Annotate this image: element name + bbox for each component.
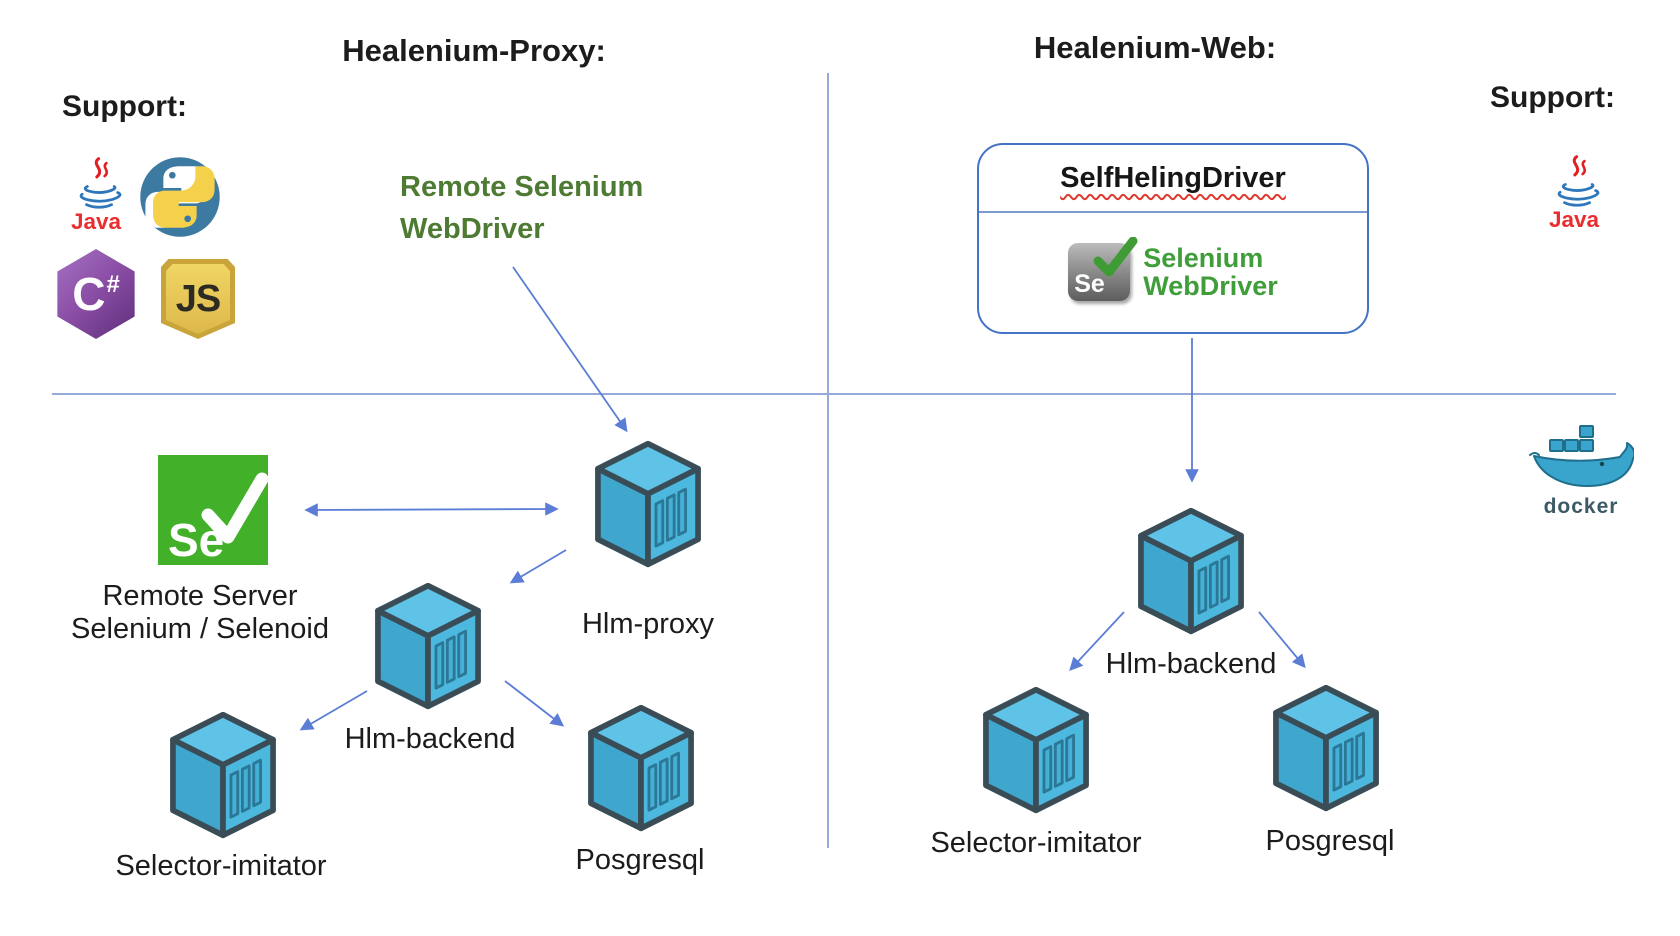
right-section-title: Healenium-Web:: [1033, 30, 1277, 65]
hlm-backend-label-right: Hlm-backend: [1105, 648, 1277, 680]
selenium-webdriver-line-2: WebDriver: [1143, 270, 1278, 301]
csharp-letter: C: [72, 268, 106, 320]
arrow-hlm-proxy-to-hlm-backend: [509, 549, 567, 584]
note-line-2: WebDriver: [400, 213, 545, 245]
posgresql-label-left: Posgresql: [575, 844, 705, 876]
posgresql-label-right: Posgresql: [1265, 825, 1395, 857]
selenium-webdriver-caption: Selenium WebDriver: [1143, 244, 1278, 300]
docker-logo-block: docker: [1516, 420, 1646, 519]
note-line-1: Remote Selenium: [400, 171, 644, 203]
selector-imitator-label-right: Selector-imitator: [930, 827, 1142, 859]
selenium-webdriver-icon-text: Se: [1074, 269, 1105, 298]
javascript-icon-inner: JS: [166, 264, 230, 334]
hlm-backend-cube-icon-right: [1134, 505, 1248, 637]
driver-box-divider: [979, 211, 1367, 213]
selenium-webdriver-icon: Se: [1068, 236, 1138, 301]
java-icon-right: [1548, 155, 1600, 234]
driver-box-titlebar: SelfHelingDriver: [979, 145, 1367, 211]
remote-server-line-2: Selenium / Selenoid: [71, 613, 329, 645]
hlm-backend-label-left: Hlm-backend: [344, 723, 516, 755]
docker-icon: [1529, 425, 1636, 487]
driver-box-title: SelfHelingDriver: [1060, 161, 1286, 194]
right-support-label: Support:: [1490, 81, 1615, 114]
self-healing-driver-box: SelfHelingDriver Se Selenium WebDriver: [977, 143, 1369, 334]
left-section-title: Healenium-Proxy:: [342, 33, 606, 68]
selenium-logo: Se: [158, 455, 268, 565]
left-support-label: Support:: [62, 90, 187, 123]
python-icon: [140, 157, 220, 237]
hlm-proxy-label: Hlm-proxy: [581, 608, 715, 640]
remote-selenium-webdriver-note: Remote Selenium WebDriver: [400, 166, 643, 250]
arrow-remote-server-hlm-proxy-bidirectional: [304, 502, 559, 517]
selector-imitator-cube-icon-right: [979, 684, 1093, 816]
selector-imitator-label-left: Selector-imitator: [115, 850, 327, 882]
docker-label: docker: [1543, 495, 1619, 518]
posgresql-cube-icon-left: [584, 702, 698, 834]
javascript-icon: JS: [161, 259, 235, 339]
remote-server-caption: Remote Server Selenium / Selenoid: [71, 580, 329, 646]
selenium-check-icon: [201, 472, 268, 544]
selenium-webdriver-line-1: Selenium: [1143, 242, 1264, 273]
driver-box-content: Se Selenium WebDriver: [979, 213, 1367, 330]
javascript-letters: JS: [175, 277, 221, 320]
arrow-hlm-backend-to-posgresql-left: [504, 680, 565, 727]
csharp-hash: #: [106, 271, 120, 298]
csharp-icon: C #: [57, 249, 135, 339]
hlm-proxy-cube-icon: [591, 438, 705, 570]
selenium-webdriver-check-icon: [1093, 236, 1138, 276]
arrow-webdriver-to-hlm-proxy: [512, 266, 628, 433]
hlm-backend-cube-icon-left: [371, 580, 485, 712]
posgresql-cube-icon-right: [1269, 682, 1383, 814]
selector-imitator-cube-icon-left: [166, 709, 280, 841]
java-icon: [70, 157, 122, 236]
remote-server-line-1: Remote Server: [102, 580, 298, 612]
